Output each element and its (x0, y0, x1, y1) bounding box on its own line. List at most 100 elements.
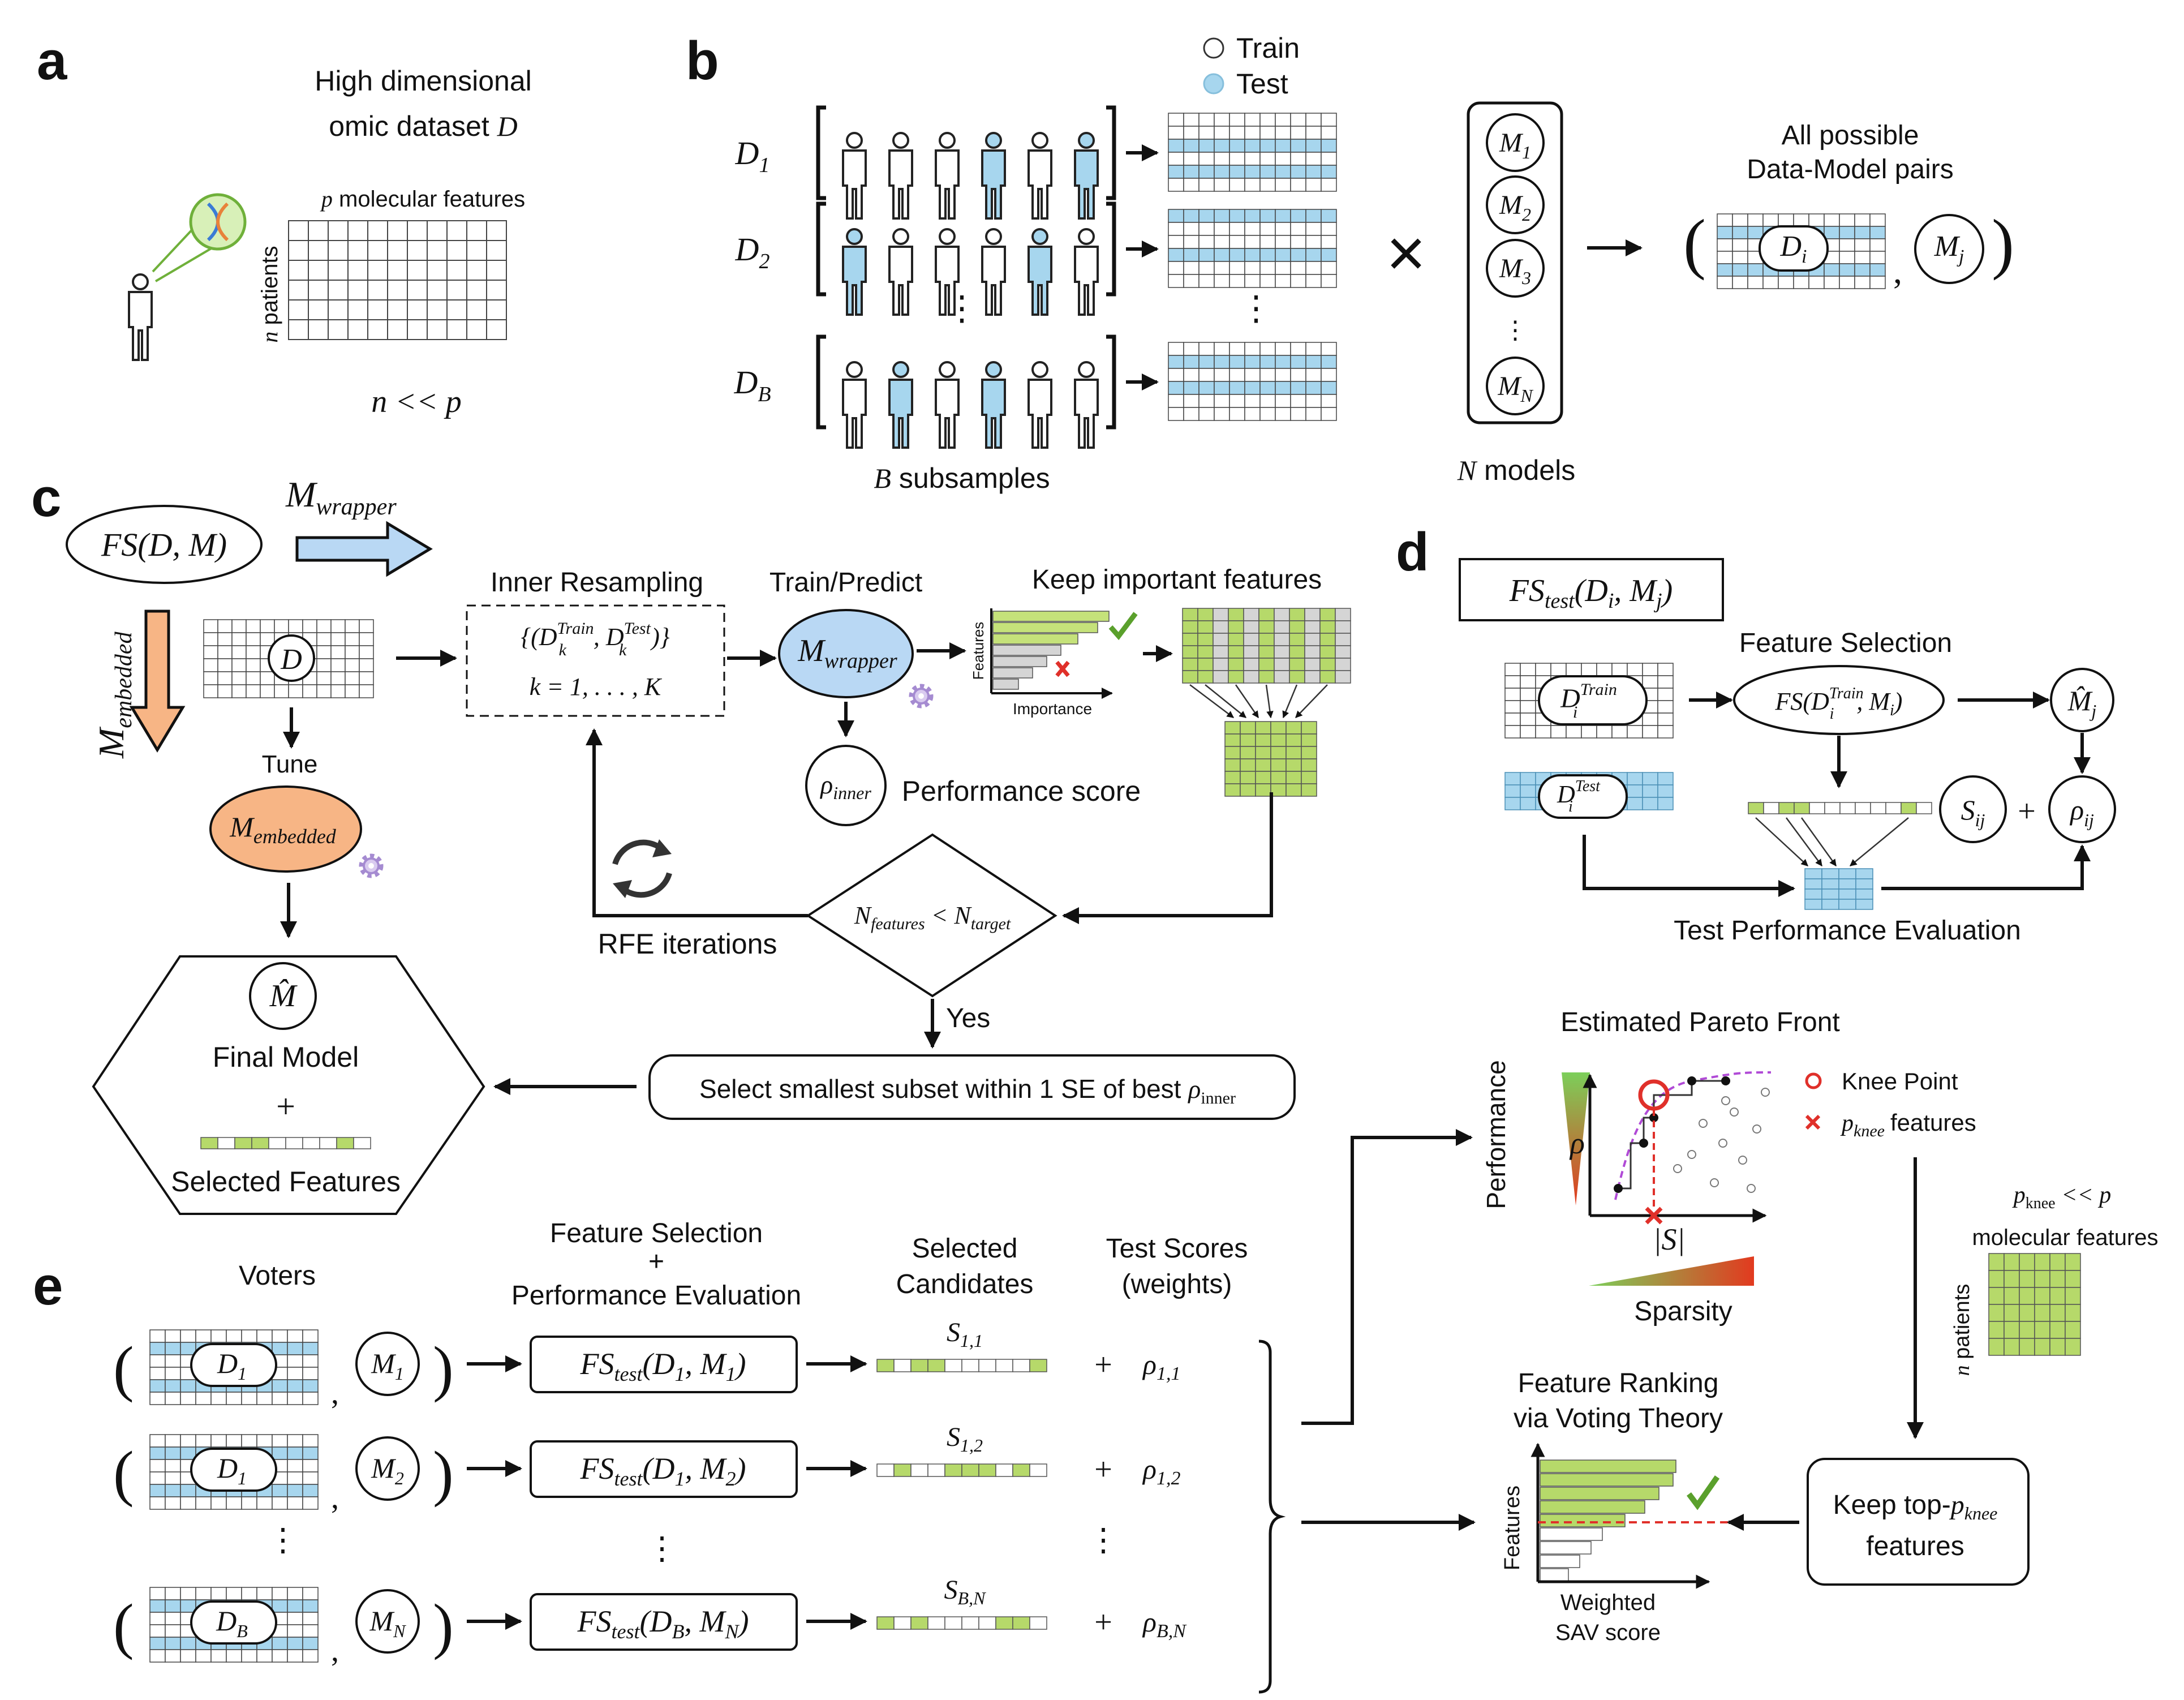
ranking-title-1: Feature Ranking (1518, 1368, 1719, 1398)
grid-cell (1305, 209, 1322, 223)
grid-cell (1305, 222, 1322, 236)
embedded-branch-label: Membedded (91, 631, 137, 759)
grid-cell (1611, 663, 1628, 676)
grid-cell (1321, 342, 1337, 356)
grid-cell (1290, 222, 1306, 236)
train-predict-label: Train/Predict (769, 568, 922, 598)
grid-cell (1255, 758, 1271, 772)
grid-cell (1244, 139, 1261, 153)
panel-label-e: e (33, 1256, 63, 1316)
feature-cell (927, 1616, 945, 1630)
legend-train-label: Train (1236, 32, 1300, 64)
grid-cell (1321, 222, 1337, 236)
grid-cell (165, 1599, 181, 1613)
grid-cell (287, 1471, 303, 1485)
grid-cell (1732, 251, 1748, 264)
grid-cell (1855, 878, 1873, 890)
feature-cell (910, 1463, 928, 1477)
grid-cell (1581, 663, 1597, 676)
grid-cell (180, 1587, 196, 1600)
grid-cell (1275, 113, 1291, 127)
grid-cell (1504, 675, 1521, 689)
grid-cell (1305, 274, 1322, 288)
feature-cell (353, 1137, 371, 1149)
grid-cell (1520, 797, 1536, 810)
grid-cell (1243, 633, 1259, 646)
train-patient-icon (888, 228, 913, 316)
grid-cell (1657, 700, 1674, 714)
grid-cell (1520, 772, 1536, 785)
feature-cell (1809, 802, 1825, 814)
grid-cell (302, 1459, 319, 1473)
grid-cell (316, 671, 332, 685)
ranking-bar (1540, 1500, 1645, 1514)
grid-cell (1854, 276, 1871, 289)
wrapper-gear-icon (912, 686, 931, 706)
grid-cell (2049, 1253, 2066, 1271)
grid-cell (256, 1434, 273, 1448)
grid-cell (1259, 274, 1276, 288)
pareto-front-point (1649, 1113, 1658, 1122)
grid-cell (302, 1484, 319, 1497)
voter-row: (D1,M1)FStest(D1, M1)S1,1+ρ1,1 (113, 1317, 1181, 1411)
reduced-grid (1224, 721, 1317, 797)
grid-cell (1821, 899, 1839, 910)
grid-cell (1183, 274, 1200, 288)
grid-cell (2004, 1304, 2020, 1322)
ranking-bar (1540, 1568, 1569, 1582)
keep-check-icon (1108, 612, 1138, 641)
grid-cell (1642, 797, 1658, 810)
grid-cell (1183, 342, 1200, 356)
grid-cell (1504, 712, 1521, 726)
grid-cell (180, 1342, 196, 1355)
grid-cell (1747, 213, 1764, 227)
grid-cell (1214, 381, 1230, 395)
grid-cell (1214, 394, 1230, 408)
grid-cell (2019, 1270, 2035, 1288)
grid-cell (1504, 772, 1521, 785)
grid-cell (1214, 113, 1230, 127)
grid-cell (226, 1434, 242, 1448)
grid-cell (1274, 658, 1290, 671)
grid-cell (149, 1587, 166, 1600)
grid-cell (1520, 725, 1536, 739)
grid-cell (1213, 658, 1229, 671)
grid-cell (1286, 783, 1302, 797)
grid-cell (486, 280, 507, 300)
grid-cell (1198, 368, 1215, 382)
grid-cell (1286, 758, 1302, 772)
grid-cell (407, 299, 428, 320)
grid-cell (1321, 139, 1337, 153)
grid-cell (1793, 276, 1809, 289)
grid-cell (231, 684, 247, 698)
grid-cell (210, 1392, 227, 1405)
rfe-decision-diamond (806, 833, 1057, 998)
grid-cell (1808, 276, 1825, 289)
grid-cell (1657, 797, 1674, 810)
grid-cell (1301, 758, 1317, 772)
grid-cell (1596, 663, 1613, 676)
grid-cell (1804, 888, 1822, 900)
grid-cell (427, 299, 448, 320)
grid-cell (427, 260, 448, 281)
subsample-row: DB (733, 334, 1337, 449)
feature-cell (1855, 802, 1871, 814)
test-patient-icon (981, 361, 1006, 449)
grid-cell (149, 1379, 166, 1393)
grid-cell (1732, 263, 1748, 277)
subsample-label: DB (733, 364, 771, 406)
grid-cell (272, 1637, 288, 1650)
grid-cell (316, 645, 332, 659)
grid-cell (1270, 721, 1287, 735)
grid-cell (1183, 407, 1200, 421)
grid-cell (1244, 222, 1261, 236)
grid-cell (272, 1329, 288, 1343)
grid-cell (1305, 381, 1322, 395)
importance-axis-label: Importance (1013, 700, 1092, 718)
fs-test-label: FStest(Di, Mj) (1509, 573, 1673, 613)
svg-text:): ) (1992, 205, 2014, 281)
grid-cell (1228, 620, 1244, 634)
grid-cell (165, 1484, 181, 1497)
